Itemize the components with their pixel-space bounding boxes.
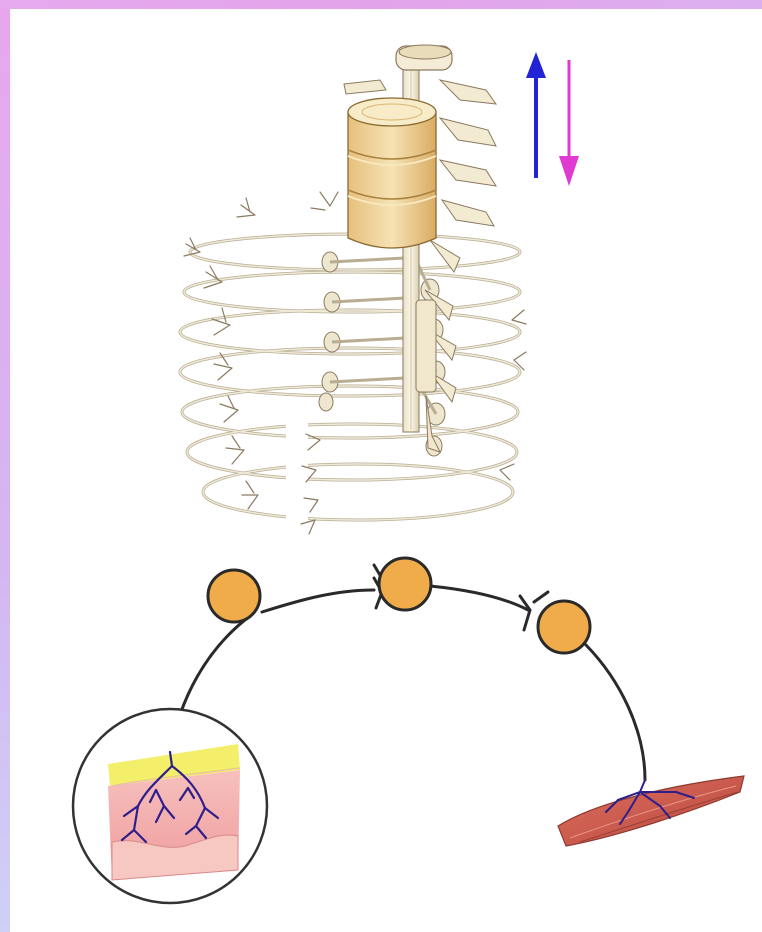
ring-gap (286, 420, 308, 540)
effector-muscle (558, 776, 744, 846)
nerve-twigs (184, 192, 526, 534)
vertebral-bodies (348, 98, 436, 248)
descending-pathway-arrow (559, 60, 579, 186)
interneuron-body (379, 558, 431, 610)
ascending-pathway-arrow (526, 52, 546, 178)
sensory-neuron-body (208, 570, 260, 622)
skin-receptor-inset (73, 709, 267, 903)
motor-neuron-body (538, 601, 590, 653)
